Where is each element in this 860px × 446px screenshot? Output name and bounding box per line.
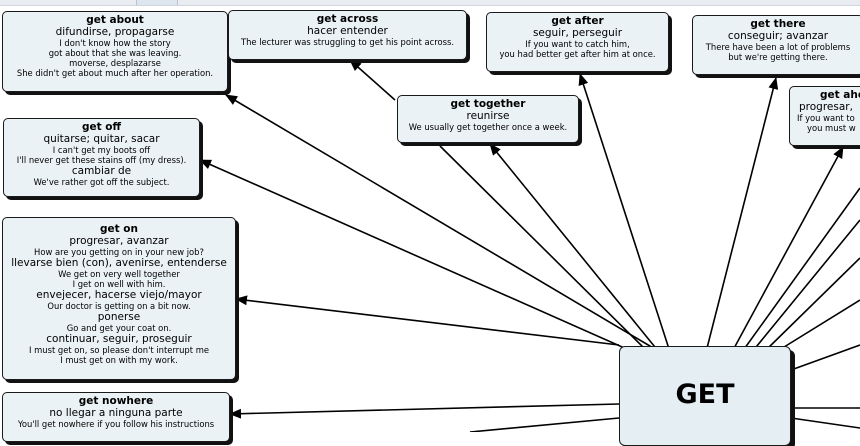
- node-example: I get on well with him.: [72, 279, 166, 289]
- connector-layer: [199, 59, 860, 432]
- node-example: If you want to: [797, 113, 855, 123]
- central-node-label: GET: [675, 379, 735, 410]
- node-example: moverse, desplazarse: [69, 58, 161, 68]
- node-example: We've rather got off the subject.: [33, 177, 170, 187]
- link-get-after: [578, 73, 671, 353]
- node-get-off[interactable]: get off quitarse; quitar, sacar I can't …: [3, 118, 200, 197]
- link-bottom-left: [469, 417, 620, 432]
- node-translation: progresar, avanzar: [69, 235, 169, 247]
- link-get-together-direct: [489, 143, 660, 353]
- node-example: I can't get my boots off: [52, 145, 151, 155]
- node-get-on[interactable]: get on progresar, avanzar How are you ge…: [2, 217, 236, 380]
- node-example: She didn't get about much after her oper…: [16, 68, 214, 78]
- node-translation: llevarse bien (con), avenirse, entenders…: [11, 257, 227, 269]
- node-get-together[interactable]: get together reunirse We usually get tog…: [397, 95, 579, 143]
- link-get-on: [235, 295, 620, 346]
- node-translation: quitarse; quitar, sacar: [43, 133, 160, 145]
- node-title: get ahe: [820, 89, 860, 101]
- node-translation: conseguir; avanzar: [727, 30, 829, 42]
- node-example: got about that she was leaving.: [48, 48, 182, 58]
- link-get-across: [349, 59, 396, 101]
- node-title: get after: [551, 15, 604, 27]
- link-right-4: [775, 299, 860, 353]
- link-right-2: [751, 219, 860, 353]
- node-translation: progresar,: [799, 101, 853, 113]
- node-translation: hacer entender: [307, 25, 388, 37]
- node-title: get about: [86, 14, 144, 26]
- node-title: get nowhere: [78, 395, 154, 407]
- node-get-across[interactable]: get across hacer entender The lecturer w…: [228, 10, 467, 60]
- link-get-off: [199, 159, 639, 355]
- link-get-nowhere: [229, 403, 620, 419]
- node-example: If you want to catch him,: [525, 39, 630, 49]
- node-translation: difundirse, propagarse: [55, 26, 175, 38]
- node-get-ahead[interactable]: get ahe progresar, If you want to you mu…: [789, 86, 860, 146]
- node-example: but we're getting there.: [728, 52, 828, 62]
- node-example: I must get on with my work.: [60, 355, 178, 365]
- node-example: How are you getting on in your new job?: [34, 247, 204, 257]
- node-title: get together: [450, 98, 526, 110]
- link-right-6: [790, 417, 860, 429]
- node-get-after[interactable]: get after seguir, perseguir If you want …: [486, 12, 669, 72]
- link-get-ahead: [731, 146, 844, 353]
- node-example: The lecturer was struggling to get his p…: [240, 37, 455, 47]
- central-node-get[interactable]: GET: [619, 346, 791, 446]
- link-get-about: [225, 94, 661, 353]
- node-translation: continuar, seguir, proseguir: [46, 333, 192, 345]
- node-translation: cambiar de: [71, 165, 132, 177]
- node-title: get off: [81, 121, 122, 133]
- window-top-bar: [0, 0, 860, 6]
- tab[interactable]: [136, 0, 178, 5]
- node-example: you had better get after him at once.: [499, 49, 656, 59]
- node-translation: no llegar a ninguna parte: [49, 407, 183, 419]
- node-example: I don't know how the story: [59, 38, 171, 48]
- link-get-there: [705, 77, 779, 353]
- link-right-3: [763, 257, 860, 353]
- node-example: Go and get your coat on.: [66, 323, 172, 333]
- node-title: get across: [316, 13, 379, 25]
- node-get-about[interactable]: get about difundirse, propagarse I don't…: [2, 11, 228, 92]
- link-right-1: [741, 187, 860, 353]
- link-get-together: [439, 145, 649, 353]
- node-title: get there: [750, 18, 806, 30]
- node-translation: envejecer, hacerse viejo/mayor: [36, 289, 202, 301]
- node-example: We get on very well together: [58, 269, 180, 279]
- node-example: you must w: [807, 123, 856, 133]
- node-example: We usually get together once a week.: [408, 122, 568, 132]
- node-example: I'll never get these stains off (my dres…: [16, 155, 187, 165]
- node-example: There have been a lot of problems: [705, 42, 851, 52]
- node-example: You'll get nowhere if you follow his ins…: [17, 419, 215, 429]
- node-get-there[interactable]: get there conseguir; avanzar There have …: [692, 15, 860, 75]
- node-translation: reunirse: [466, 110, 510, 122]
- node-example: I must get on, so please don't interrupt…: [28, 345, 210, 355]
- node-get-nowhere[interactable]: get nowhere no llegar a ninguna parte Yo…: [2, 392, 230, 442]
- node-title: get on: [99, 223, 138, 235]
- node-example: Our doctor is getting on a bit now.: [47, 301, 191, 311]
- node-translation: seguir, perseguir: [532, 27, 623, 39]
- link-right-5: [790, 344, 860, 371]
- node-translation: ponerse: [97, 311, 141, 323]
